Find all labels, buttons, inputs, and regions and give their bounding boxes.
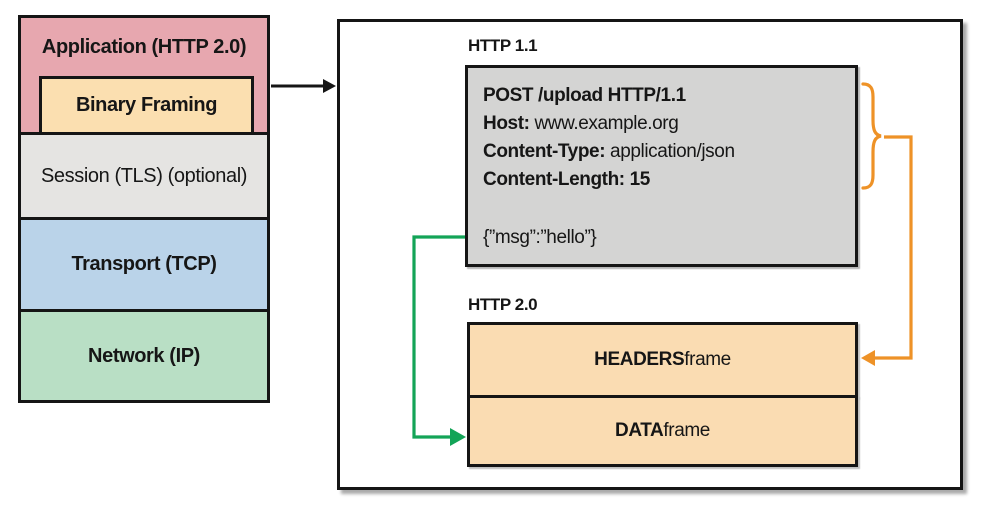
session-label: Session (TLS) (optional) [40,164,248,187]
network-label: Network (IP) [88,344,200,367]
request-line-post: POST /upload HTTP/1.1 [483,82,845,110]
http11-request-box: POST /upload HTTP/1.1 Host: www.example.… [465,65,858,267]
data-frame-name: DATA [615,420,664,441]
protocol-stack: Application (HTTP 2.0) Binary Framing Se… [18,15,270,403]
layer-application: Application (HTTP 2.0) Binary Framing [18,15,270,135]
application-label: Application (HTTP 2.0) [41,35,247,58]
request-header-content-type: Content-Type: application/json [483,138,845,166]
binary-framing-box: Binary Framing [39,76,254,135]
headers-frame-name: HEADERS [594,349,685,370]
layer-transport: Transport (TCP) [18,217,270,312]
request-header-host-name: Host: [483,113,530,134]
transport-label: Transport (TCP) [71,253,217,275]
data-frame-suffix: frame [663,420,710,441]
request-header-content-type-name: Content-Type: [483,141,606,162]
http11-label: HTTP 1.1 [468,36,538,55]
request-header-content-type-value: application/json [605,141,735,162]
layer-network: Network (IP) [18,309,270,403]
request-body: {”msg”:”hello”} [483,227,597,248]
binary-framing-label: Binary Framing [75,94,218,116]
headers-frame-suffix: frame [684,349,731,370]
request-header-host: Host: www.example.org [483,110,845,138]
stack-to-panel-arrowhead-icon [323,79,336,93]
stack-to-panel-arrow [271,79,336,93]
headers-frame-box: HEADERS frame [467,322,858,398]
request-header-host-value: www.example.org [529,113,679,134]
http20-label: HTTP 2.0 [468,295,538,314]
request-header-content-length: Content-Length: 15 [483,166,845,194]
layer-session: Session (TLS) (optional) [18,132,270,220]
request-header-content-length-text: Content-Length: 15 [483,169,650,190]
request-line-post-text: POST /upload HTTP/1.1 [483,85,686,106]
data-frame-box: DATA frame [467,395,858,467]
